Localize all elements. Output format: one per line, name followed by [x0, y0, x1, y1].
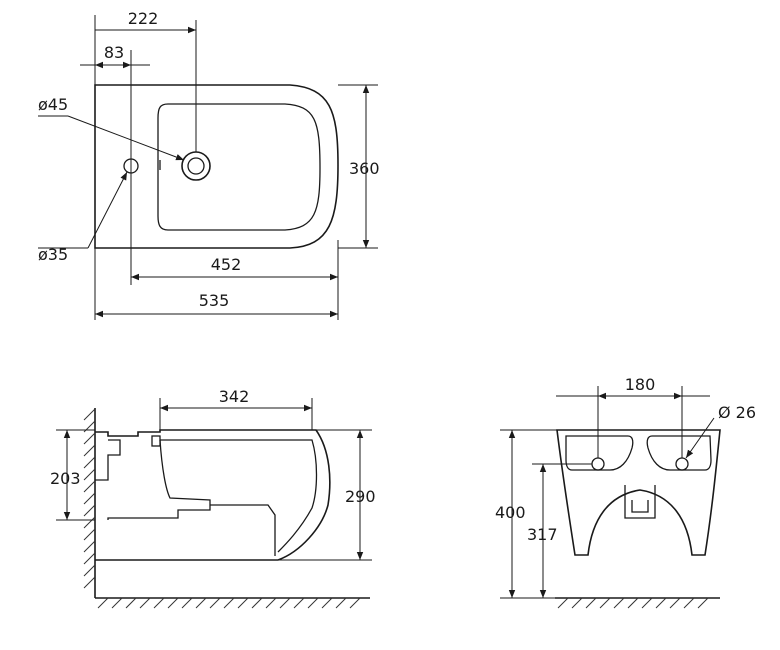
top-view-bowl — [157, 103, 321, 231]
dim-360-label: 360 — [349, 159, 380, 178]
floor-hatch-side — [97, 597, 361, 609]
dim-400-label: 400 — [495, 503, 526, 522]
top-view-outline — [94, 84, 339, 249]
side-view: 342 203 290 — [50, 387, 376, 609]
dim-317-label: 317 — [527, 525, 558, 544]
dim-35-label: ø35 — [38, 245, 68, 264]
dim-180-label: 180 — [625, 375, 656, 394]
side-view-nub — [151, 435, 161, 447]
front-view-outline — [556, 429, 721, 556]
dim-452-label: 452 — [211, 255, 242, 274]
front-view: 180 Ø 26 400 317 — [495, 375, 756, 609]
side-view-inner — [107, 439, 211, 520]
floor-hatch-front — [557, 597, 709, 609]
side-view-rear — [95, 439, 121, 481]
front-view-center — [624, 485, 656, 519]
front-view-inner-right — [646, 435, 712, 471]
tap-hole-inner — [187, 157, 205, 175]
dim-222-label: 222 — [128, 9, 159, 28]
dim-290-label: 290 — [345, 487, 376, 506]
dim-45-label: ø45 — [38, 95, 68, 114]
side-view-outline — [95, 429, 331, 561]
dim-26-leader — [685, 417, 715, 459]
front-view-inner-left — [565, 435, 634, 471]
dim-342-label: 342 — [219, 387, 250, 406]
wall-hatch — [83, 408, 96, 589]
side-view-bowl — [160, 439, 318, 553]
tap-hole-outer — [181, 151, 211, 181]
top-view: 222 83 ø45 ø35 360 452 535 — [38, 9, 380, 320]
front-hole-right — [675, 457, 689, 471]
dim-83-label: 83 — [104, 43, 124, 62]
front-view-center-detail — [631, 500, 649, 513]
dim-535-label: 535 — [199, 291, 230, 310]
front-hole-left — [591, 457, 605, 471]
dim-203-label: 203 — [50, 469, 81, 488]
side-view-foot — [210, 504, 276, 556]
dim-26-label: Ø 26 — [718, 403, 756, 422]
